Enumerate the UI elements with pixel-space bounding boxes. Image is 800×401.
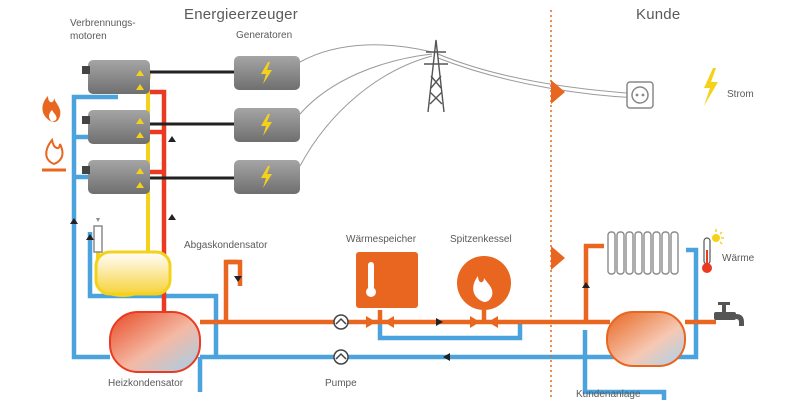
generator-1 <box>234 56 300 90</box>
faucet-icon <box>714 302 744 326</box>
heat-storage-label: Wärmespeicher <box>346 234 417 245</box>
engine-1 <box>82 60 150 94</box>
flame-icon <box>42 96 61 122</box>
supply-pipes <box>200 243 716 325</box>
exhaust-condenser-tank <box>94 250 172 296</box>
engine-heat-fins <box>136 70 144 188</box>
heat-label: Wärme <box>722 253 755 264</box>
peak-boiler <box>457 256 511 310</box>
sun-icon <box>712 229 724 245</box>
peak-boiler-label: Spitzenkessel <box>450 234 512 245</box>
heating-condenser <box>109 311 201 373</box>
producer-heading: Energieerzeuger <box>184 6 298 23</box>
engines-label-line1: Verbrennungs- <box>70 18 136 29</box>
drive-shafts <box>150 70 234 180</box>
divider-arrow <box>551 80 565 104</box>
lightning-icon <box>261 166 272 188</box>
customer-heading: Kunde <box>636 6 681 23</box>
engine-hot-circuit <box>150 89 167 316</box>
power-label: Strom <box>727 89 754 100</box>
divider-arrow <box>551 246 565 270</box>
pump-icon <box>333 314 349 330</box>
power-pylon-icon <box>424 39 448 113</box>
exhaust-condenser-label: Abgaskondensator <box>184 240 268 251</box>
power-lines <box>299 44 641 167</box>
thermometer-icon <box>366 262 376 297</box>
lightning-icon <box>261 62 272 84</box>
valves <box>366 316 498 328</box>
thermometer-icon <box>702 237 712 273</box>
generators-label: Generatoren <box>236 30 293 41</box>
customer-plant <box>606 311 686 367</box>
lightning-icon <box>261 114 272 136</box>
customer-plant-label: Kundenanlage <box>576 389 641 400</box>
socket-icon <box>626 81 654 109</box>
gas-flame-icon <box>42 137 66 172</box>
chimney-icon <box>93 218 103 253</box>
radiator-icon <box>607 231 679 275</box>
flow-arrows <box>70 136 590 361</box>
engine-2 <box>82 110 150 144</box>
heating-condenser-label: Heizkondensator <box>108 378 184 389</box>
pump-label: Pumpe <box>325 378 357 389</box>
heat-storage <box>356 252 418 308</box>
lightning-icon <box>704 68 718 106</box>
engine-3 <box>82 160 150 194</box>
pump-icon <box>333 349 349 365</box>
engines-label-line2: motoren <box>70 31 107 42</box>
generator-3 <box>234 160 300 194</box>
flame-icon <box>473 276 493 302</box>
generator-2 <box>234 108 300 142</box>
